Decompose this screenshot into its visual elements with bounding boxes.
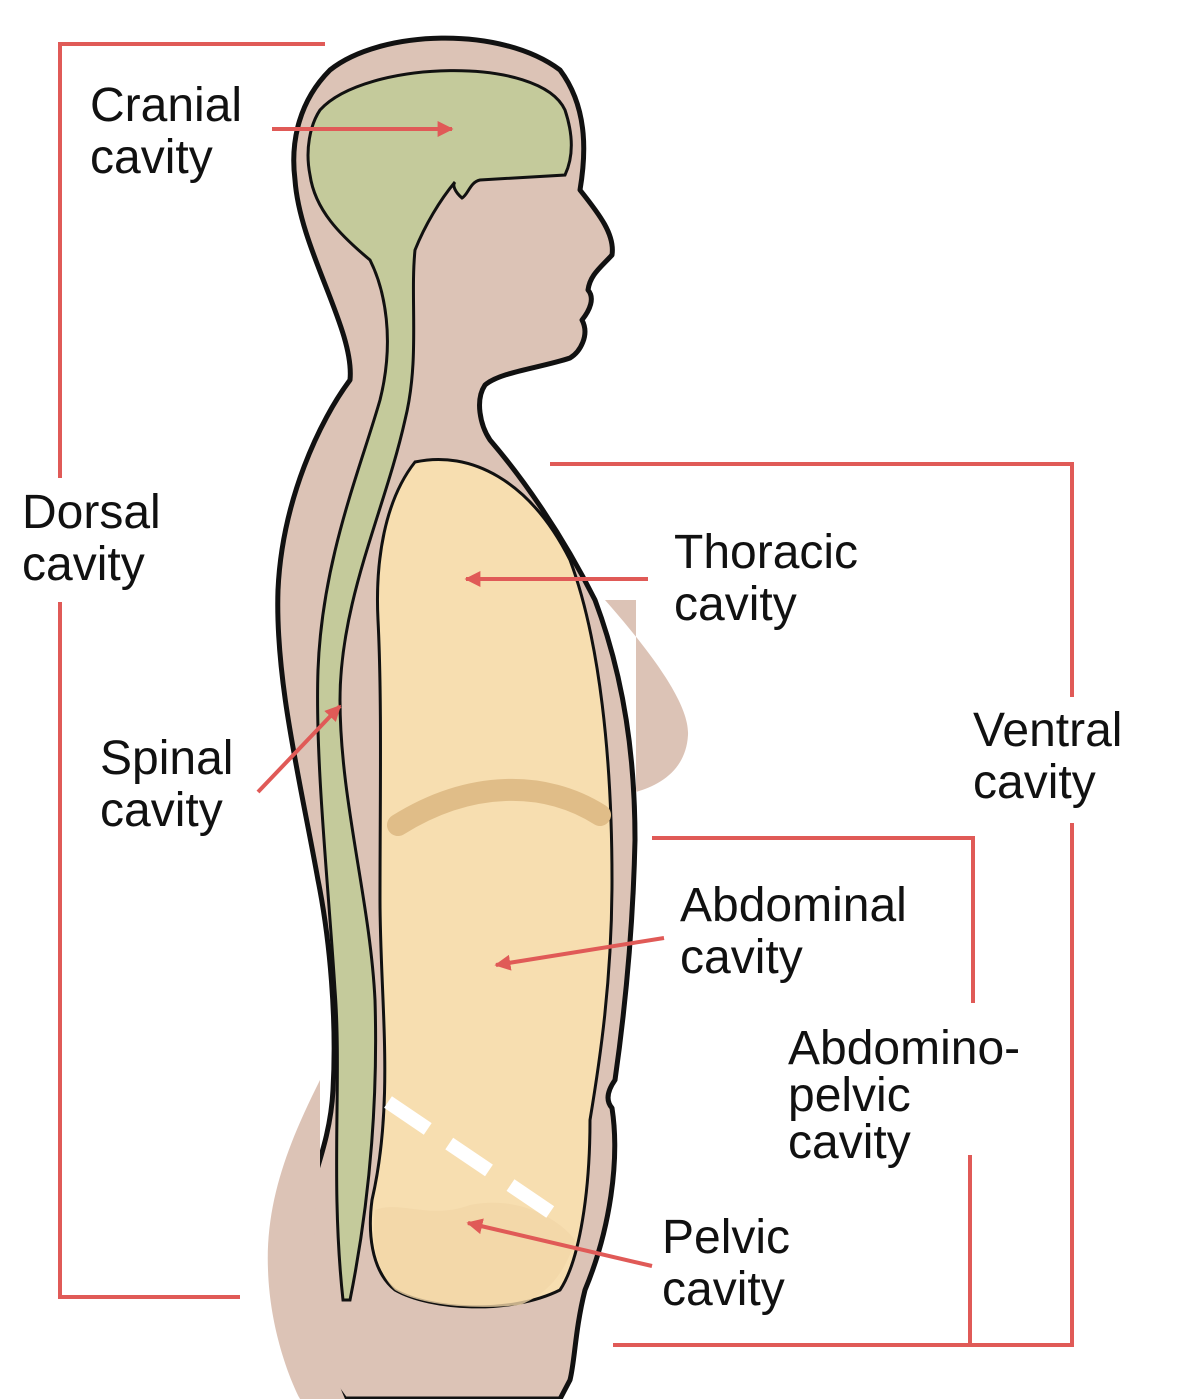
diaphragm-band — [387, 778, 611, 836]
ventral-cavity-label: Ventral cavity — [973, 705, 1122, 809]
abdominopelvic-label-line2: pelvic — [788, 1069, 911, 1122]
thoracic-label-line2: cavity — [674, 578, 797, 631]
pelvic-region-shading — [374, 1202, 575, 1307]
ventral-cavity-region — [368, 457, 614, 1309]
pelvic-boundary-dashed-line — [384, 1096, 566, 1226]
dorsal-cavity-label: Dorsal cavity — [22, 487, 161, 591]
pelvic-label-line1: Pelvic — [662, 1211, 791, 1264]
breast-shape — [605, 600, 689, 792]
dorsal-bracket-bottom — [58, 602, 240, 1299]
ventral-label-line1: Ventral — [973, 704, 1123, 757]
spinal-cavity-label: Spinal cavity — [100, 733, 233, 837]
abdominal-cavity-label: Abdominal cavity — [680, 880, 907, 984]
spinal-label-line2: cavity — [100, 784, 223, 837]
dorsal-bracket-top — [58, 42, 325, 478]
pelvic-cavity-label: Pelvic cavity — [662, 1212, 790, 1316]
dorsal-cavity-region — [306, 69, 573, 1302]
dorsal-label-line2: cavity — [22, 538, 145, 591]
ventral-bracket-top — [550, 462, 1074, 697]
dorsal-label-line1: Dorsal — [22, 486, 161, 539]
abdominopelvic-label-line3: cavity — [788, 1116, 911, 1169]
ventral-bracket-bottom — [613, 823, 1074, 1347]
abdominopelvic-label-line1: Abdomino- — [788, 1022, 1021, 1075]
pelvic-arrow — [466, 1218, 653, 1268]
thoracic-cavity-label: Thoracic cavity — [674, 527, 858, 631]
abdominal-label-line1: Abdominal — [680, 879, 907, 932]
abdominopelvic-bracket-top — [652, 836, 975, 1003]
cranial-label-line2: cavity — [90, 131, 213, 184]
spinal-arrow — [256, 704, 342, 794]
hip-shading — [267, 1080, 345, 1399]
thoracic-label-line1: Thoracic — [674, 526, 859, 579]
pelvic-label-line2: cavity — [662, 1263, 785, 1316]
cranial-cavity-label: Cranial cavity — [90, 80, 242, 184]
abdominal-label-line2: cavity — [680, 931, 803, 984]
abdominal-arrow — [494, 936, 665, 971]
abdominopelvic-cavity-label: Abdomino- pelvic cavity — [788, 1022, 1021, 1169]
ventral-label-line2: cavity — [973, 756, 1096, 809]
spinal-label-line1: Spinal — [100, 732, 234, 785]
cranial-label-line1: Cranial — [90, 79, 243, 132]
